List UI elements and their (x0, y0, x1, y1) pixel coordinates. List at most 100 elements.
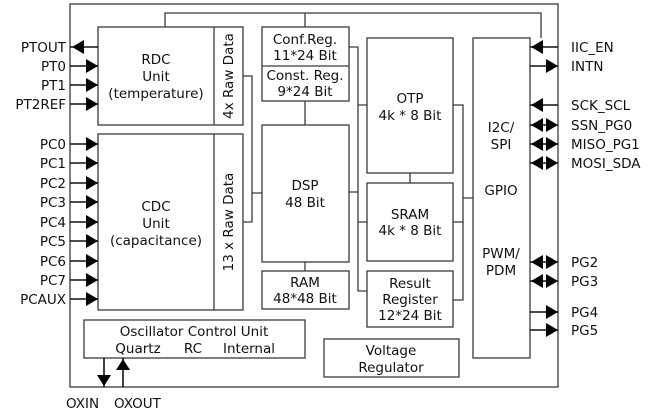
rdc-description: (temperature) (108, 86, 203, 102)
arrow-right-icon (546, 59, 558, 73)
pin-pg2: PG2 (530, 255, 598, 271)
sram-title: SRAM (391, 207, 429, 223)
pin-label: PG3 (571, 274, 598, 290)
pin-pt1: PT1 (41, 78, 98, 94)
voltage-reg-title: Voltage (366, 343, 417, 359)
pin-pc4: PC4 (40, 215, 98, 231)
oscillator-control-unit: Oscillator Control Unit Quartz RC Intern… (83, 319, 306, 359)
pin-mosi-sda: MOSI_SDA (530, 156, 641, 172)
pin-label: PG4 (571, 305, 598, 321)
pin-label: MOSI_SDA (571, 156, 641, 172)
pin-label: PTOUT (21, 40, 67, 56)
arrow-right-icon (86, 292, 98, 306)
arrow-left-icon (531, 156, 543, 170)
i2c-spi-label-2: SPI (491, 137, 512, 153)
config-registers: Conf.Reg. 11*24 Bit Const. Reg. 9*24 Bit (261, 26, 350, 102)
pwm-label: PWM/ (482, 246, 520, 262)
arrow-right-icon (86, 137, 98, 151)
result-register-block: Result Register 12*24 Bit (366, 270, 454, 328)
pin-label: PC1 (40, 156, 66, 172)
pin-intn: INTN (530, 59, 603, 75)
pin-pcaux: PCAUX (20, 292, 98, 308)
sram-size: 4k * 8 Bit (379, 223, 442, 239)
pin-pc6: PC6 (40, 254, 98, 270)
arrow-right-icon (86, 97, 98, 111)
i2c-spi-label: I2C/ (488, 120, 515, 136)
arrow-right-icon (546, 274, 558, 288)
pin-pg5: PG5 (530, 323, 598, 339)
result-reg-title: Result (389, 276, 431, 292)
pin-label: PT2REF (15, 97, 66, 113)
pin-pt2ref: PT2REF (15, 97, 98, 113)
top-bus (164, 12, 542, 38)
memory-bus (349, 46, 367, 292)
pin-label: PCAUX (20, 292, 66, 308)
arrow-right-icon (546, 156, 558, 170)
pdm-label: PDM (486, 263, 516, 279)
cdc-description: (capacitance) (110, 233, 202, 249)
pin-label: PC7 (40, 273, 66, 289)
dsp-width: 48 Bit (285, 195, 325, 211)
pin-label: PC0 (40, 137, 66, 153)
ram-block: RAM 48*48 Bit (261, 262, 350, 310)
chip-outline (69, 3, 559, 388)
rdc-raw-data-label: 4x Raw Data (221, 33, 237, 119)
pin-pc1: PC1 (40, 156, 98, 172)
cdc-unit: CDC Unit (capacitance) 13 x Raw Data (97, 133, 244, 311)
sram-block: SRAM 4k * 8 Bit (366, 182, 454, 262)
arrow-right-icon (86, 215, 98, 229)
arrow-down-icon (97, 375, 111, 386)
cdc-raw-data-label: 13 x Raw Data (221, 173, 237, 272)
pin-label: INTN (571, 59, 603, 75)
otp-block: OTP 4k * 8 Bit (366, 37, 454, 174)
oscillator-rc: RC (184, 341, 202, 357)
raw-data-bus (243, 75, 262, 223)
pin-label: PC5 (40, 234, 66, 250)
arrow-left-icon (531, 137, 543, 151)
rdc-subtitle: Unit (142, 69, 169, 85)
pin-label: PC4 (40, 215, 66, 231)
pins: PTOUTPT0PT1PT2REFPC0PC1PC2PC3PC4PC5PC6PC… (15, 40, 641, 412)
oscillator-internal: Internal (223, 341, 275, 357)
oscillator-quartz: Quartz (115, 341, 160, 357)
pin-label: OXOUT (114, 396, 162, 412)
result-reg-subtitle: Register (382, 292, 438, 308)
pin-label: PC6 (40, 254, 66, 270)
dsp-block: DSP 48 Bit (261, 101, 350, 263)
arrow-right-icon (86, 254, 98, 268)
arrow-right-icon (86, 234, 98, 248)
arrow-left-icon (531, 274, 543, 288)
pin-pg4: PG4 (530, 305, 598, 321)
arrow-right-icon (546, 323, 558, 337)
pin-pt0: PT0 (41, 59, 98, 75)
rdc-title: RDC (141, 52, 170, 68)
arrow-right-icon (546, 137, 558, 151)
arrow-right-icon (86, 78, 98, 92)
voltage-reg-subtitle: Regulator (358, 360, 424, 376)
pin-label: PC3 (40, 195, 66, 211)
pin-label: MISO_PG1 (571, 137, 640, 153)
const-reg-title: Const. Reg. (266, 68, 343, 84)
otp-size: 4k * 8 Bit (379, 108, 442, 124)
pin-pc5: PC5 (40, 234, 98, 250)
cdc-title: CDC (141, 199, 170, 215)
pin-oxin: OXIN (66, 358, 111, 412)
arrow-right-icon (546, 305, 558, 319)
arrow-right-icon (86, 273, 98, 287)
arrow-up-icon (116, 359, 130, 370)
arrow-left-icon (531, 40, 543, 54)
pin-ssn-pg0: SSN_PG0 (530, 118, 632, 134)
oscillator-title: Oscillator Control Unit (120, 324, 269, 340)
arrow-right-icon (546, 118, 558, 132)
dsp-title: DSP (291, 178, 318, 194)
arrow-left-icon (531, 255, 543, 269)
arrow-right-icon (86, 59, 98, 73)
arrow-left-icon (72, 40, 84, 54)
arrow-right-icon (546, 255, 558, 269)
arrow-right-icon (86, 195, 98, 209)
arrow-right-icon (86, 156, 98, 170)
pin-pg3: PG3 (530, 274, 598, 290)
pin-label: OXIN (66, 396, 99, 412)
interface-bus (453, 104, 473, 301)
arrow-left-icon (531, 98, 543, 112)
